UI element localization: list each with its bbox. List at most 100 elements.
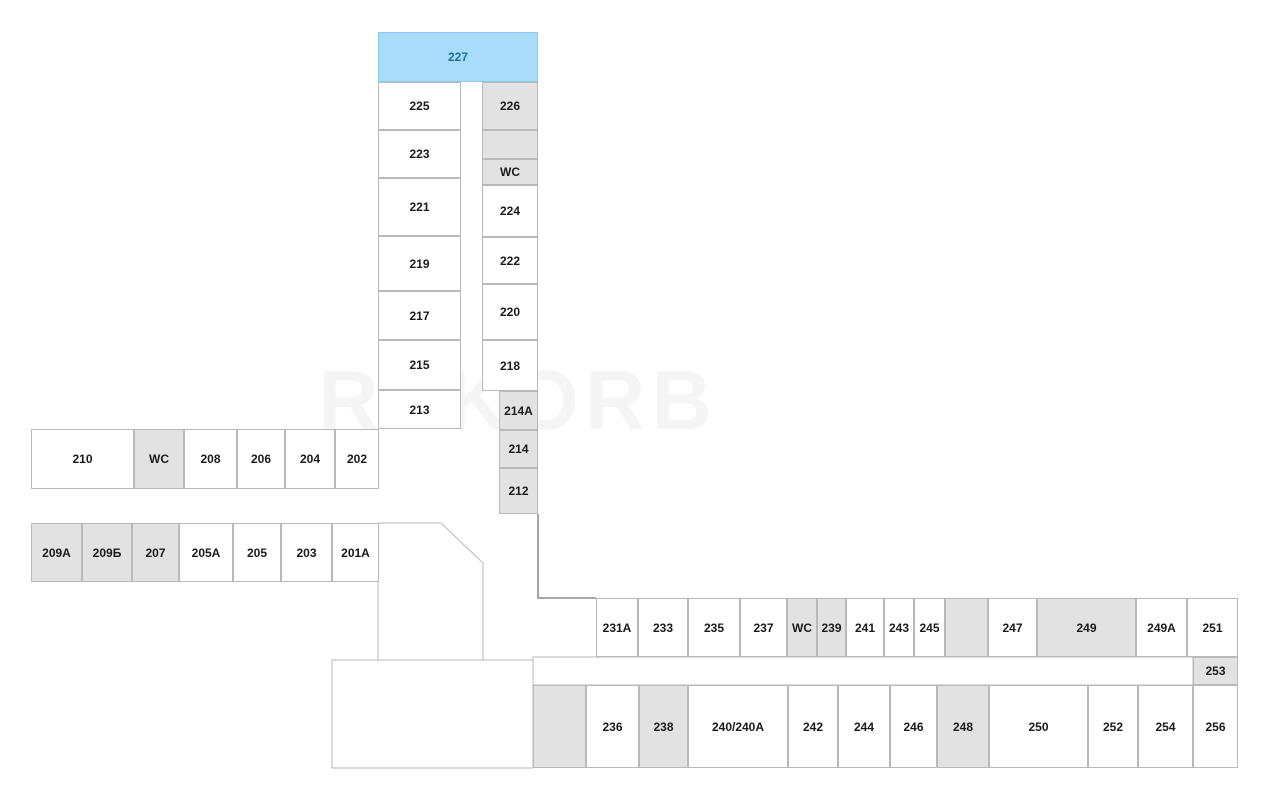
room-label: 217 — [409, 308, 430, 323]
room-222[interactable]: 222 — [482, 237, 538, 284]
room-242[interactable]: 242 — [788, 685, 838, 768]
room-label: 205 — [246, 545, 268, 560]
room-251[interactable]: 251 — [1187, 598, 1238, 657]
room-label: 218 — [499, 358, 521, 373]
room-218[interactable]: 218 — [482, 340, 538, 391]
room-label: 231A — [602, 620, 632, 635]
room-238[interactable]: 238 — [639, 685, 688, 768]
room-label: 227 — [447, 50, 469, 64]
room-223[interactable]: 223 — [378, 130, 461, 178]
room-label: 213 — [409, 402, 430, 417]
room-label: 226 — [499, 99, 521, 113]
room-label: 203 — [296, 545, 317, 560]
room-239[interactable]: 239 — [817, 598, 846, 657]
room-209a[interactable]: 209A — [31, 523, 82, 582]
room-label: 201A — [341, 545, 370, 560]
room-label: 244 — [853, 719, 875, 734]
room-label: 239 — [821, 620, 842, 635]
room-217[interactable]: 217 — [378, 291, 461, 340]
room-226[interactable]: 226 — [482, 82, 538, 130]
room-label: WC — [500, 165, 520, 179]
room-247[interactable]: 247 — [988, 598, 1037, 657]
room-202[interactable]: 202 — [335, 429, 379, 489]
room-label: 249 — [1076, 620, 1097, 635]
room-label: 220 — [499, 305, 521, 319]
room-209b[interactable]: 209Б — [82, 523, 132, 582]
room-215[interactable]: 215 — [378, 340, 461, 390]
room-label: 237 — [753, 620, 774, 635]
room-205a[interactable]: 205A — [179, 523, 233, 582]
room-label: 223 — [409, 147, 430, 161]
room-231a[interactable]: 231A — [596, 598, 638, 657]
service-room[interactable] — [945, 598, 988, 657]
room-214a[interactable]: 214A — [499, 391, 538, 430]
room-246[interactable]: 246 — [890, 685, 937, 768]
room-235[interactable]: 235 — [688, 598, 740, 657]
service-room[interactable] — [533, 685, 586, 768]
room-label: 209Б — [92, 545, 122, 560]
room-label: 209A — [42, 545, 71, 560]
room-label: WC — [792, 620, 812, 635]
room-label: 206 — [250, 452, 272, 466]
room-label: 254 — [1155, 719, 1176, 734]
room-236[interactable]: 236 — [586, 685, 639, 768]
room-label: 207 — [145, 545, 166, 560]
room-201a[interactable]: 201A — [332, 523, 379, 582]
room-248[interactable]: 248 — [937, 685, 989, 768]
room-label: 215 — [409, 358, 430, 372]
room-249[interactable]: 249 — [1037, 598, 1136, 657]
room-205[interactable]: 205 — [233, 523, 281, 582]
room-label: 249A — [1147, 620, 1176, 635]
room-252[interactable]: 252 — [1088, 685, 1138, 768]
room-219[interactable]: 219 — [378, 236, 461, 291]
room-233[interactable]: 233 — [638, 598, 688, 657]
room-label: 221 — [409, 200, 430, 214]
room-label: 236 — [602, 719, 623, 734]
room-253[interactable]: 253 — [1193, 657, 1238, 685]
room-243[interactable]: 243 — [884, 598, 914, 657]
room-label: 208 — [200, 452, 221, 466]
room-208[interactable]: 208 — [184, 429, 237, 489]
room-212[interactable]: 212 — [499, 468, 538, 514]
room-label: 224 — [499, 204, 521, 218]
room-label: 225 — [409, 99, 430, 113]
room-label: 219 — [409, 256, 430, 271]
room-label: 250 — [1028, 719, 1049, 734]
room-213[interactable]: 213 — [378, 390, 461, 429]
room-227-selected[interactable]: 227 — [378, 32, 538, 82]
room-249a[interactable]: 249A — [1136, 598, 1187, 657]
room-label: 212 — [508, 484, 529, 498]
room-label: 238 — [653, 719, 674, 734]
room-label: 248 — [952, 719, 974, 734]
room-245[interactable]: 245 — [914, 598, 945, 657]
room-214[interactable]: 214 — [499, 430, 538, 468]
room-label: 210 — [72, 452, 93, 466]
room-224[interactable]: 224 — [482, 185, 538, 237]
service-room[interactable] — [482, 130, 538, 159]
room-220[interactable]: 220 — [482, 284, 538, 340]
room-240-240a[interactable]: 240/240A — [688, 685, 788, 768]
room-221[interactable]: 221 — [378, 178, 461, 236]
room-204[interactable]: 204 — [285, 429, 335, 489]
room-203[interactable]: 203 — [281, 523, 332, 582]
room-label: 205A — [191, 545, 221, 560]
room-237[interactable]: 237 — [740, 598, 787, 657]
room-label: 240/240A — [711, 719, 765, 734]
room-250[interactable]: 250 — [989, 685, 1088, 768]
room-256[interactable]: 256 — [1193, 685, 1238, 768]
room-label: 204 — [299, 452, 321, 466]
room-244[interactable]: 244 — [838, 685, 890, 768]
room-254[interactable]: 254 — [1138, 685, 1193, 768]
room-210[interactable]: 210 — [31, 429, 134, 489]
room-241[interactable]: 241 — [846, 598, 884, 657]
room-wc-left[interactable]: WC — [134, 429, 184, 489]
room-206[interactable]: 206 — [237, 429, 285, 489]
room-wc-right[interactable]: WC — [787, 598, 817, 657]
room-label: 243 — [888, 620, 910, 635]
room-label: 233 — [652, 620, 674, 635]
room-225[interactable]: 225 — [378, 82, 461, 130]
room-wc-central[interactable]: WC — [482, 159, 538, 185]
room-207[interactable]: 207 — [132, 523, 179, 582]
room-label: 241 — [854, 620, 876, 635]
